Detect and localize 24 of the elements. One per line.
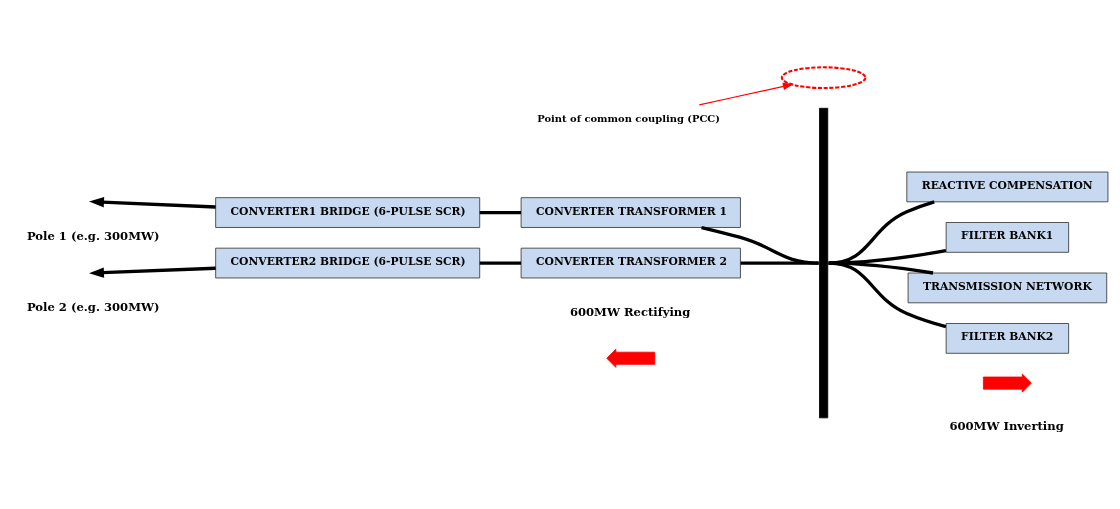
node-box: CONVERTER TRANSFORMER 2 — [520, 247, 741, 278]
node-arrow — [982, 373, 1032, 393]
node-box: FILTER BANK2 — [945, 322, 1070, 354]
node-box: CONVERTER TRANSFORMER 1 — [520, 196, 741, 228]
node-box: FILTER BANK1 — [945, 221, 1070, 253]
connector — [828, 260, 934, 275]
label: Pole 1 (e.g. 300MW) — [26, 228, 160, 243]
label: Pole 2 (e.g. 300MW) — [26, 299, 160, 314]
label: 600MW Rectifying — [569, 304, 691, 319]
node-box: CONVERTER2 BRIDGE (6-PULSE SCR) — [215, 247, 481, 278]
node-box: REACTIVE COMPENSATION — [906, 171, 1109, 202]
label: 600MW Inverting — [949, 418, 1064, 433]
arrow — [698, 82, 794, 106]
connector — [828, 260, 947, 328]
arrow — [89, 196, 216, 209]
node-arrow — [606, 348, 656, 368]
node-box: TRANSMISSION NETWORK — [907, 272, 1108, 303]
node-box: CONVERTER1 BRIDGE (6-PULSE SCR) — [215, 196, 481, 228]
connector — [479, 260, 522, 265]
connector — [740, 260, 819, 265]
node-text: Point of common coupling (PCC) — [537, 112, 720, 124]
arrow — [89, 266, 216, 278]
node-bar — [819, 107, 829, 418]
connector — [479, 210, 522, 214]
